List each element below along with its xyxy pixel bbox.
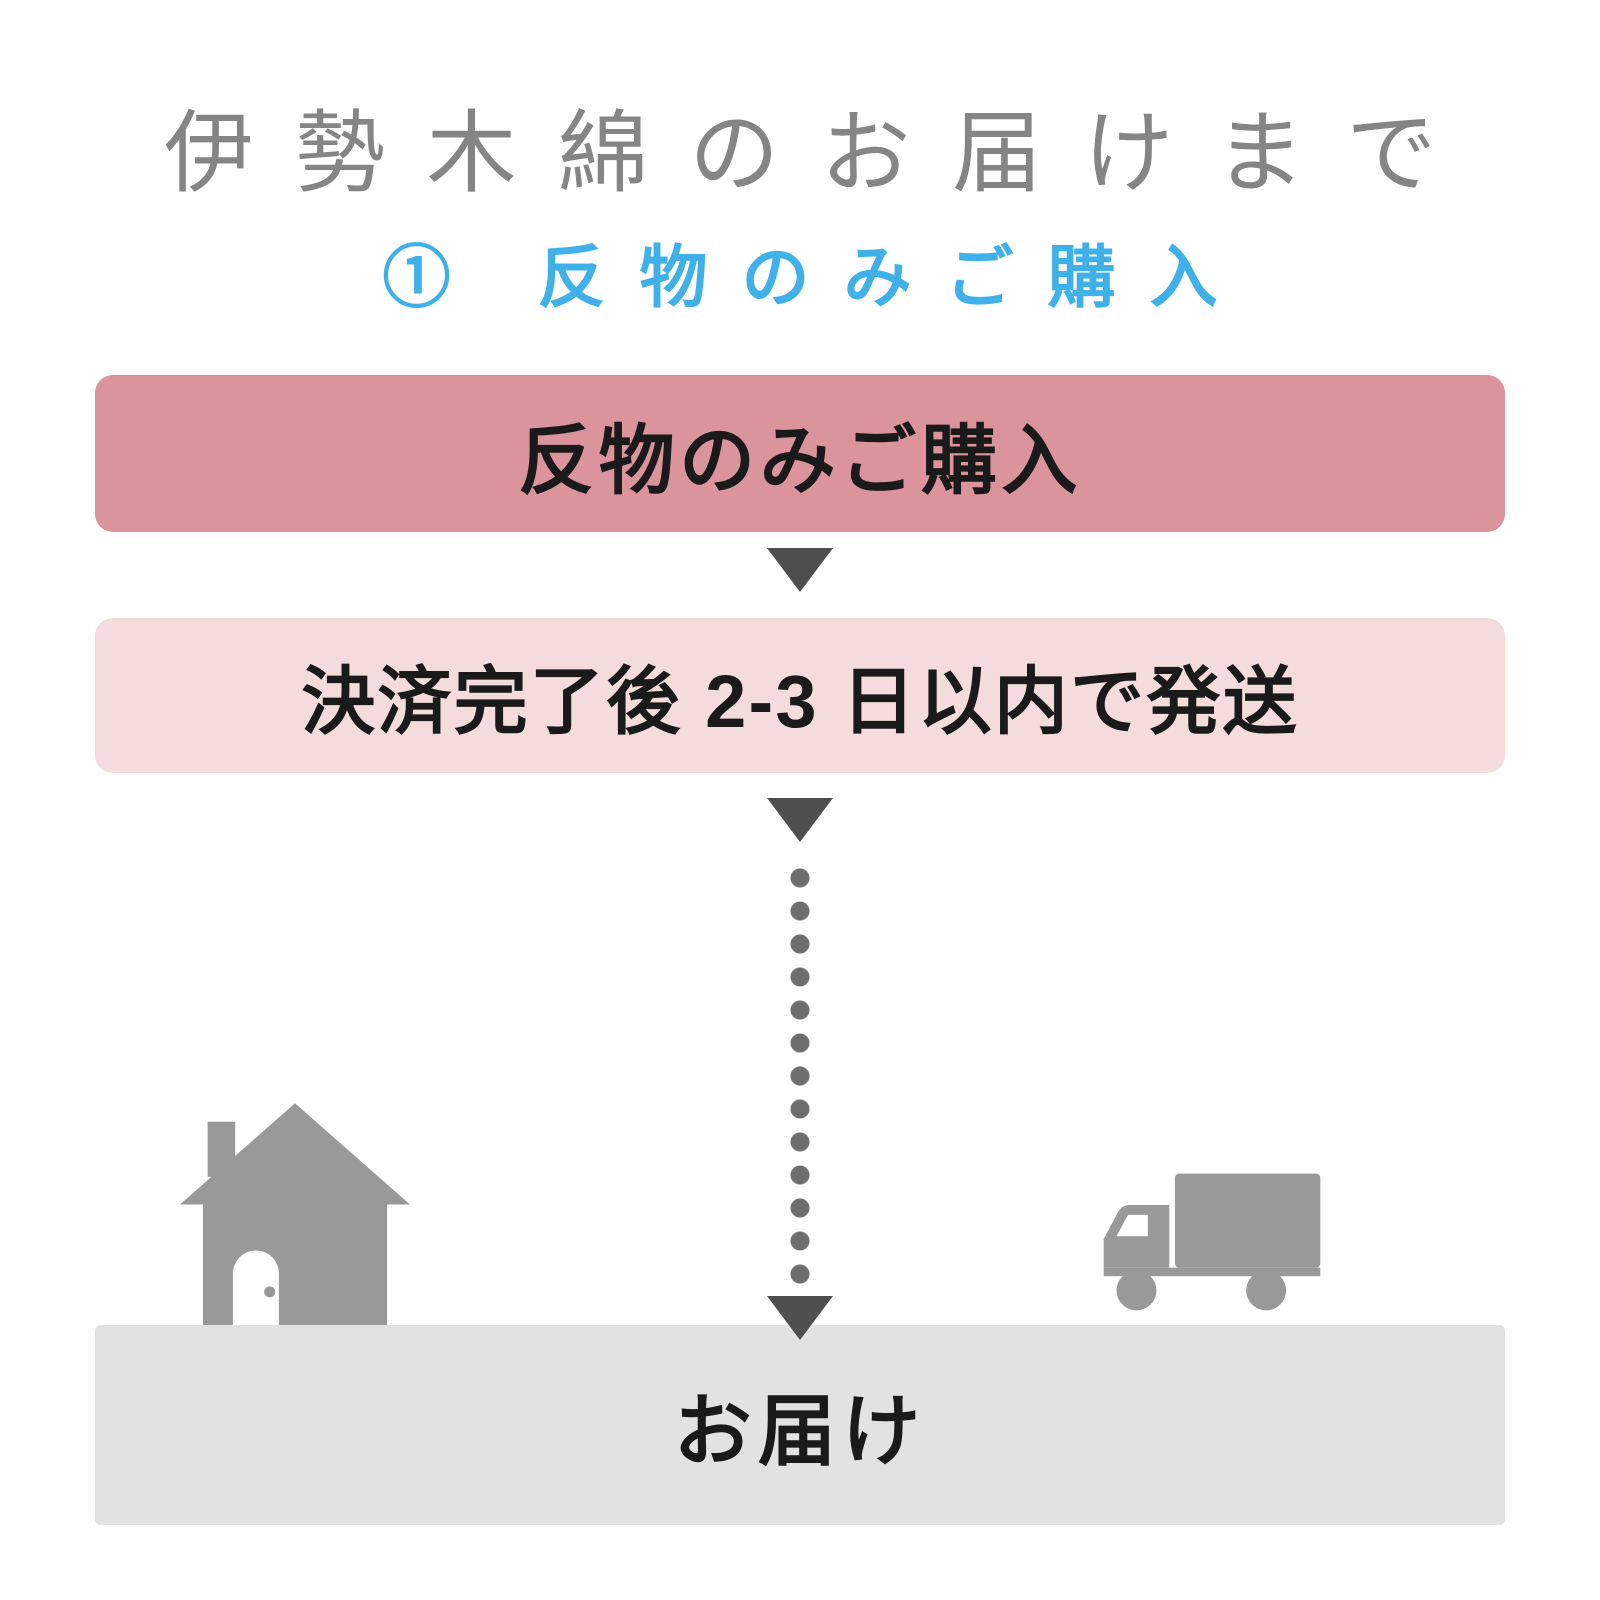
flow-step-purchase-label: 反物のみご購入: [518, 418, 1082, 504]
flow-step-delivery: お届け: [95, 1325, 1505, 1525]
page-subtitle: ① 反物のみご購入: [382, 240, 1252, 316]
dotted-line: [789, 862, 811, 1292]
flow-step-purchase: 反物のみご購入: [95, 375, 1505, 532]
flow-step-delivery-label: お届け: [673, 1387, 927, 1475]
truck-icon: [1098, 1170, 1326, 1314]
arrow-down-icon: [767, 798, 833, 842]
page-title: 伊勢木綿のお届けまで: [163, 104, 1478, 204]
house-icon: [180, 1103, 410, 1329]
flow-step-shipping-label: 決済完了後 2-3 日以内で発送: [301, 660, 1299, 743]
flow-step-shipping: 決済完了後 2-3 日以内で発送: [95, 618, 1505, 773]
arrow-down-icon: [767, 1296, 833, 1340]
arrow-down-icon: [767, 548, 833, 592]
